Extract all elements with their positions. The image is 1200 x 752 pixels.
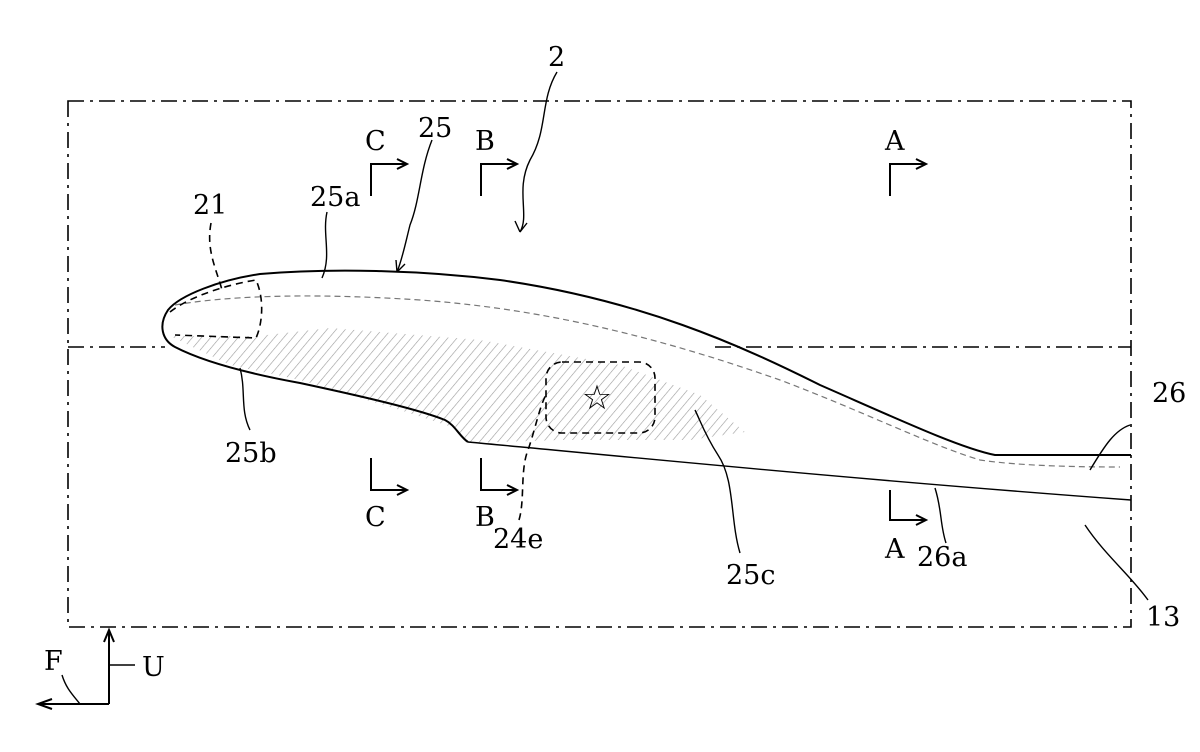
section-mark-c-bottom <box>370 458 405 491</box>
leader-25a <box>321 211 328 279</box>
axis-forward-arrow <box>35 698 53 710</box>
section-mark-c-bottom-arrow <box>396 484 410 496</box>
label-25b: 25b <box>225 438 277 469</box>
leader-2-arrow <box>514 220 528 233</box>
leader-25 <box>396 139 433 273</box>
hatched-region <box>170 328 745 443</box>
inner-dashed-line <box>174 295 1121 468</box>
leader-26a <box>934 487 947 544</box>
label-24e: 24e <box>493 524 543 555</box>
section-mark-a-bottom-arrow <box>915 514 929 526</box>
dashed-region-21 <box>169 279 263 339</box>
axis-f-leader <box>61 674 81 705</box>
body-outline <box>161 269 1131 456</box>
label-26a: 26a <box>917 542 967 573</box>
lower-edge-line <box>467 441 1132 501</box>
label-26: 26 <box>1152 378 1186 409</box>
section-mark-b-bottom-arrow <box>506 484 520 496</box>
section-label-c-top: C <box>365 126 386 157</box>
section-label-c-bottom: C <box>365 502 386 533</box>
leader-25-arrow <box>395 259 406 273</box>
dashed-box-24e <box>545 361 656 434</box>
section-mark-b-top-arrow <box>506 158 520 170</box>
axis-label-u: U <box>142 652 165 683</box>
section-mark-a-top <box>889 163 924 196</box>
label-21: 21 <box>193 190 227 221</box>
section-mark-a-top-arrow <box>915 158 929 170</box>
leader-13 <box>1084 524 1149 601</box>
leader-24e <box>518 394 547 521</box>
axis-label-f: F <box>44 646 63 677</box>
label-13: 13 <box>1146 602 1180 633</box>
label-25a: 25a <box>310 182 360 213</box>
axis-up-arrow <box>103 627 115 643</box>
section-label-b-top: B <box>475 126 495 157</box>
outer-frame <box>67 100 1132 628</box>
section-label-a-bottom: A <box>884 534 905 565</box>
section-mark-b-top <box>480 163 515 196</box>
section-mark-a-bottom <box>889 490 924 521</box>
section-label-b-bottom: B <box>475 502 495 533</box>
star-icon: ☆ <box>582 378 612 418</box>
section-label-a-top: A <box>884 126 905 157</box>
leader-2 <box>519 71 558 233</box>
leader-25b <box>239 367 251 431</box>
leader-21 <box>208 222 223 291</box>
label-2: 2 <box>548 42 565 73</box>
label-25: 25 <box>418 113 452 144</box>
leader-25c <box>694 409 741 554</box>
section-mark-b-bottom <box>480 458 515 491</box>
section-mark-c-top <box>370 163 405 196</box>
leader-26 <box>1089 424 1131 471</box>
label-25c: 25c <box>726 560 775 591</box>
section-mark-c-top-arrow <box>396 158 410 170</box>
